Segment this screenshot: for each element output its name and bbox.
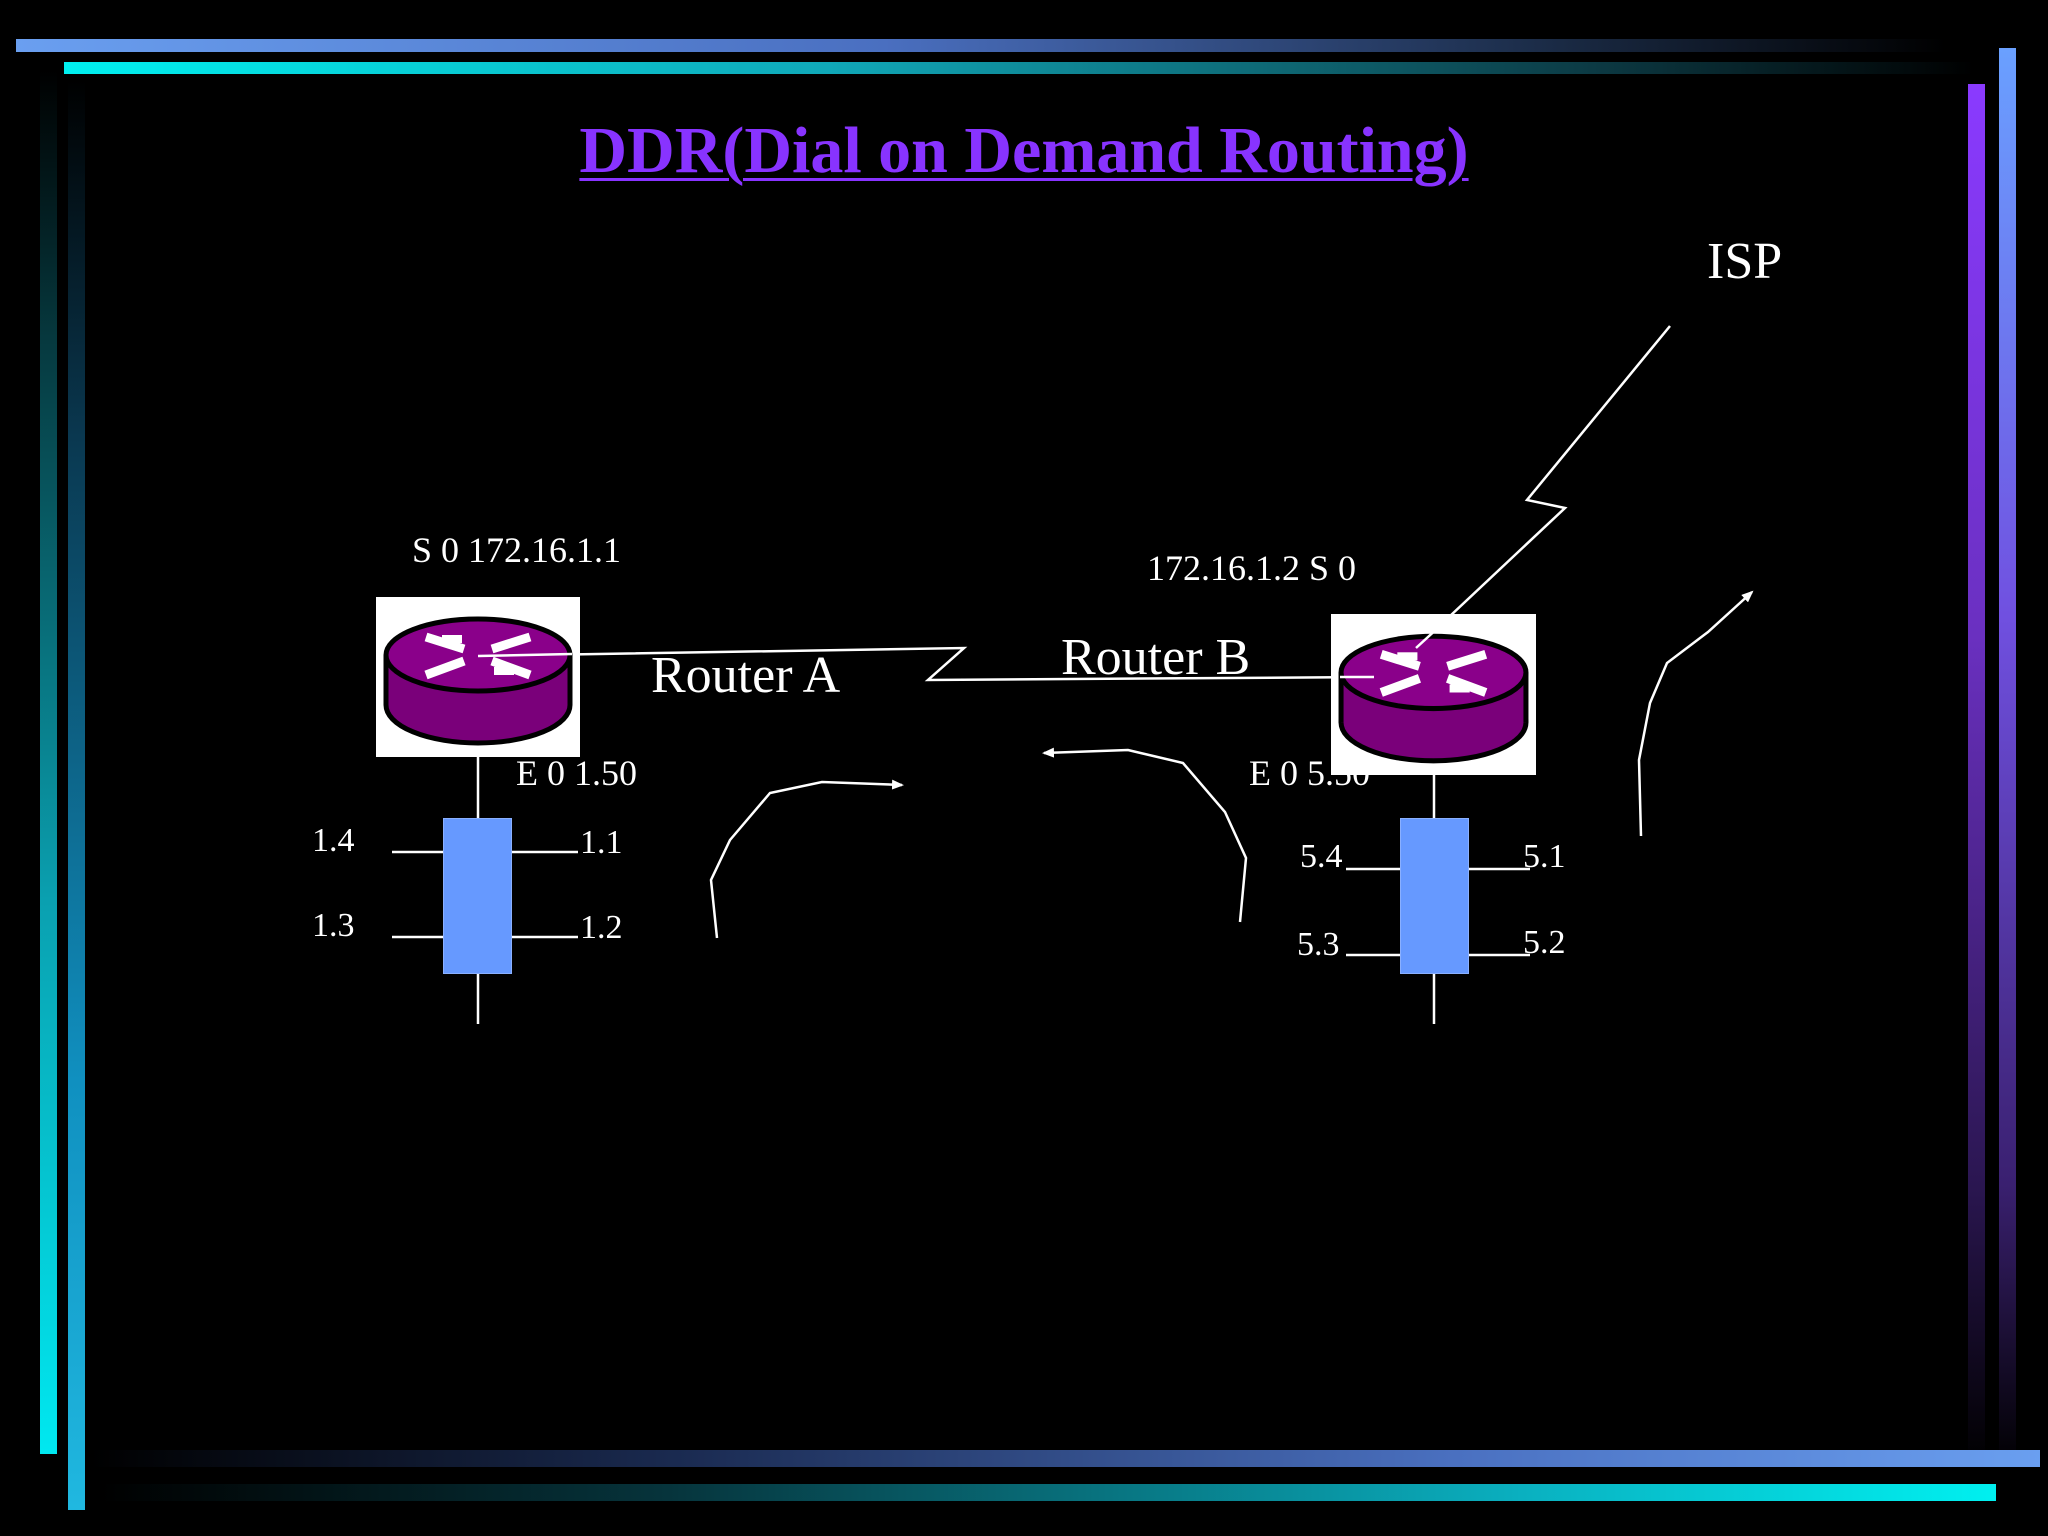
isp-label: ISP	[1707, 233, 1783, 290]
router-a-serial-label: S 0 172.16.1.1	[412, 530, 622, 570]
hub-b-icon	[1400, 818, 1469, 974]
flow-arrow-isp	[1637, 590, 1754, 837]
host-b-5-2: 5.2	[1523, 924, 1566, 961]
flow-arrow-a	[709, 779, 904, 939]
border-bar-top-outer	[16, 39, 1946, 52]
border-bar-right-outer	[1999, 48, 2016, 1468]
router-b-ethernet-label: E 0 5.50	[1249, 753, 1370, 793]
router-b-icon	[1331, 614, 1536, 775]
border-bar-right-inner	[1968, 84, 1985, 1464]
border-bar-top-inner	[64, 62, 1974, 74]
border-bar-bottom-inner	[100, 1484, 1996, 1501]
host-a-1-2: 1.2	[580, 909, 623, 946]
border-bar-left-inner	[68, 80, 85, 1510]
router-a-label: Router A	[651, 647, 841, 704]
isp-link	[1415, 325, 1671, 649]
router-b-label: Router B	[1061, 629, 1251, 686]
border-bar-left-outer	[40, 70, 57, 1454]
router-a-ethernet-label: E 0 1.50	[516, 753, 637, 793]
host-a-1-1: 1.1	[580, 824, 623, 861]
host-b-5-3: 5.3	[1297, 926, 1340, 963]
serial-link	[477, 646, 1375, 682]
host-a-1-3: 1.3	[312, 907, 355, 944]
host-a-1-4: 1.4	[312, 822, 355, 859]
hub-a-icon	[443, 818, 512, 974]
router-a-icon	[376, 597, 580, 757]
host-b-5-4: 5.4	[1300, 838, 1343, 875]
host-b-5-1: 5.1	[1523, 838, 1566, 875]
router-b-serial-label: 172.16.1.2 S 0	[1147, 548, 1357, 588]
border-bar-bottom-outer	[90, 1450, 2040, 1467]
flow-arrow-b	[1042, 747, 1248, 923]
slide-title: DDR(Dial on Demand Routing)	[579, 114, 1469, 187]
